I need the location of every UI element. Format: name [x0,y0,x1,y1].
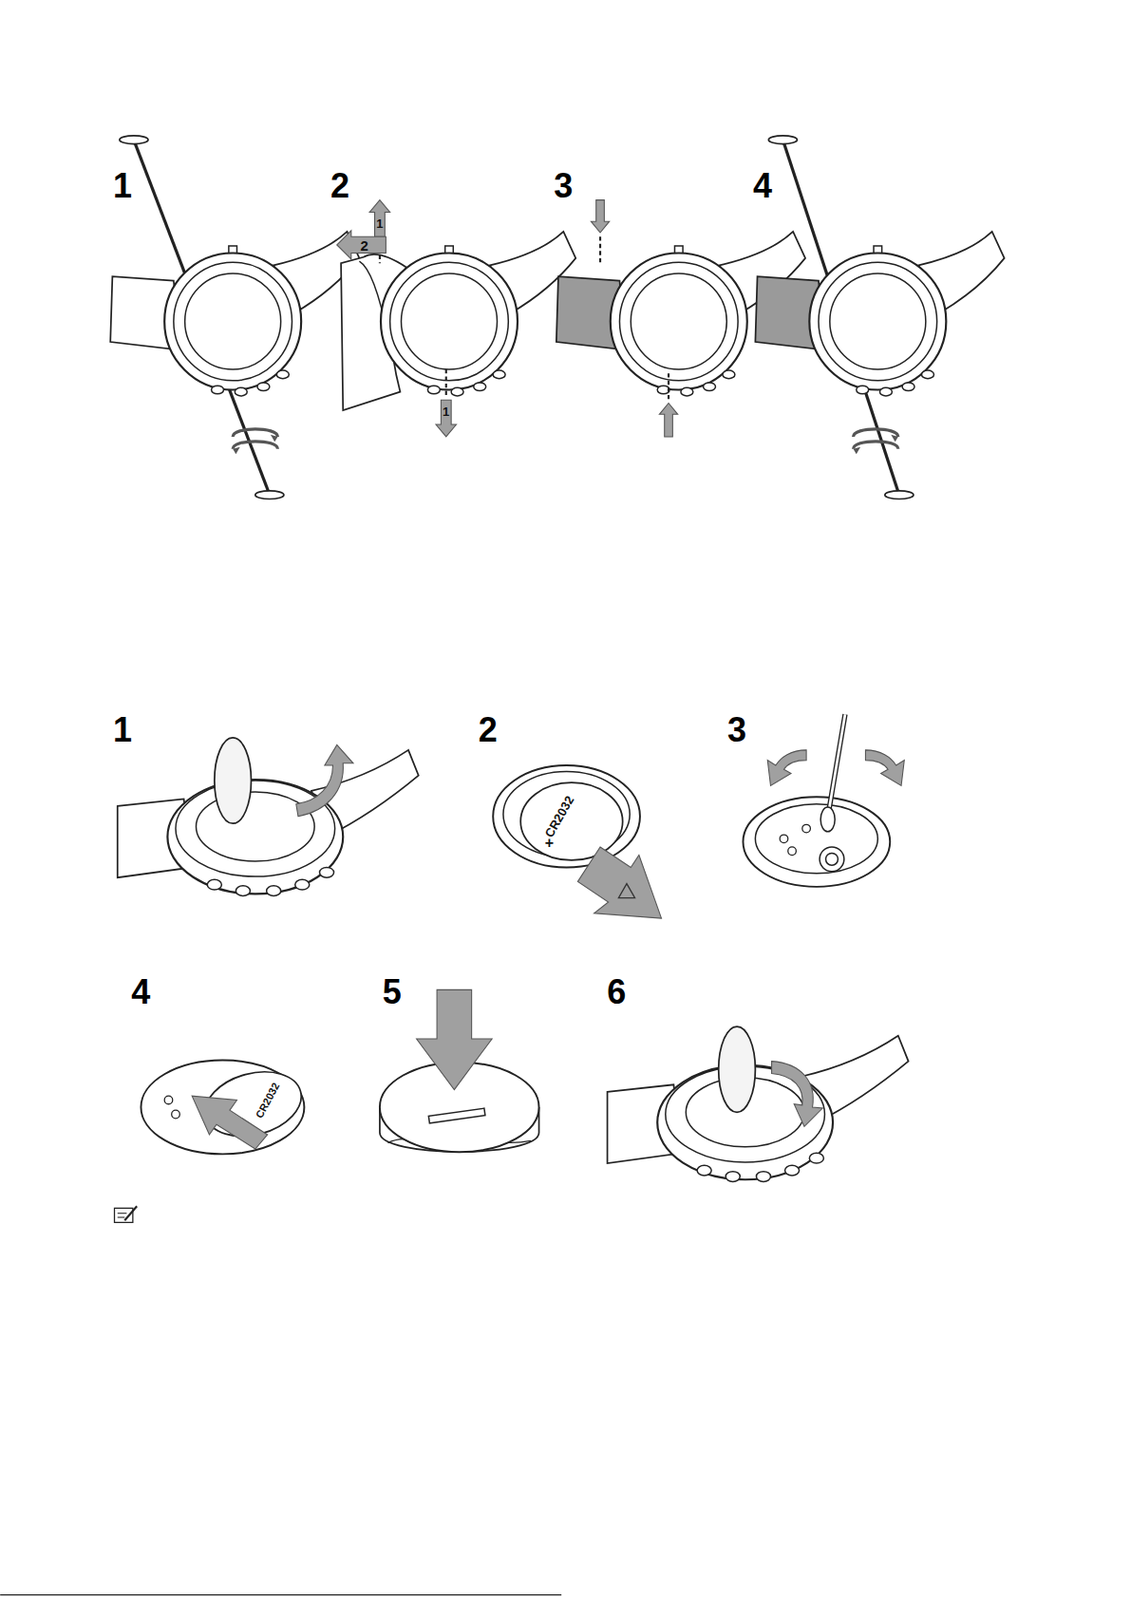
step-number: 3 [553,169,573,204]
step-number: 4 [131,975,151,1010]
step-number: 2 [330,169,350,204]
battery-polarity: + [545,835,554,851]
step-number: 1 [113,713,132,748]
step-number: 3 [727,713,747,748]
step-number: 4 [753,169,773,204]
step-number: 5 [382,975,402,1010]
step-number: 2 [478,713,498,748]
step-number: 1 [113,169,132,204]
arrow-label: 2 [360,237,369,252]
step-number: 6 [606,975,626,1010]
arrow-label: 1 [442,405,450,418]
arrow-label: 1 [376,217,383,230]
